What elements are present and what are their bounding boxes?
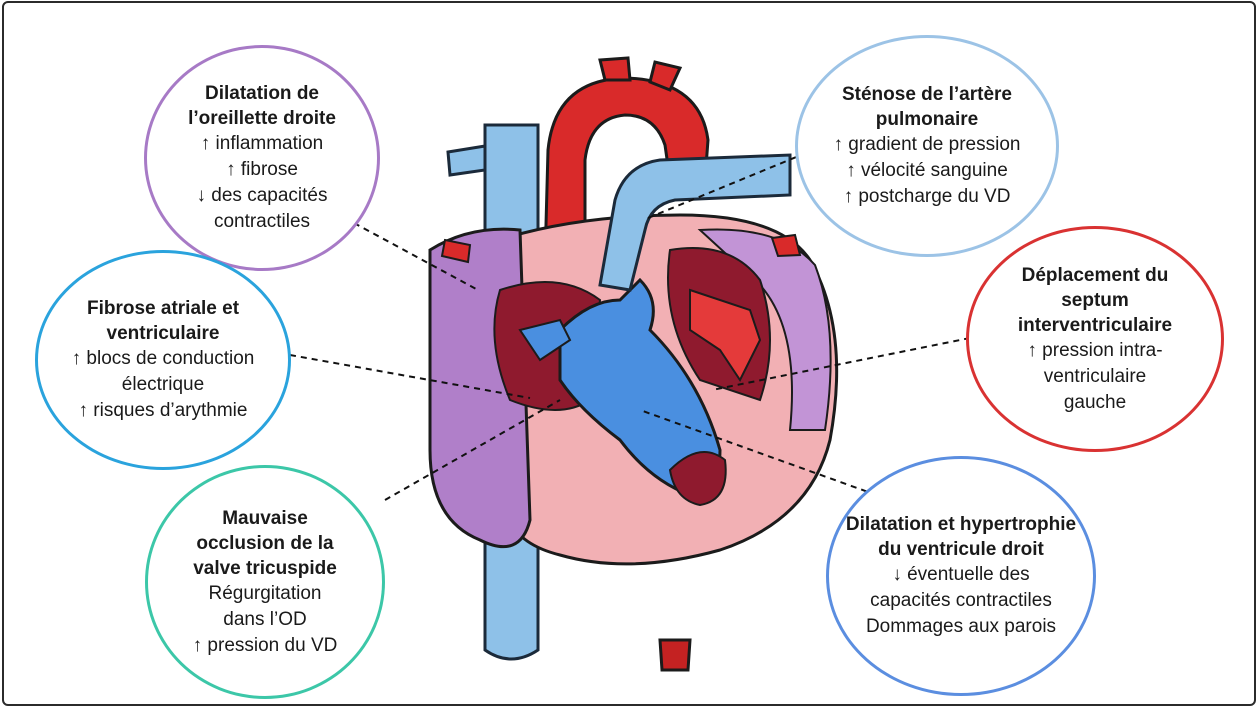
bubble-stenose-pulmonaire: Sténose de l’artère pulmonaire ↑ gradien… bbox=[795, 35, 1059, 257]
bubble-line: ↑ gradient de pression bbox=[834, 132, 1021, 158]
bubble-title: Déplacement du septum interventriculaire bbox=[995, 263, 1195, 338]
bubble-title: Dilatation et hypertrophie du ventricule… bbox=[836, 512, 1086, 562]
bubble-line: Régurgitation dans l’OD bbox=[195, 581, 335, 633]
bubble-line: ↑ risques d’arythmie bbox=[79, 398, 248, 424]
bubble-line: Dommages aux parois bbox=[866, 614, 1056, 640]
bubble-occlusion-tricuspide: Mauvaise occlusion de la valve tricuspid… bbox=[145, 465, 385, 699]
bubble-title: Fibrose atriale et ventriculaire bbox=[73, 296, 253, 346]
bubble-hypertrophie-vd: Dilatation et hypertrophie du ventricule… bbox=[826, 456, 1096, 696]
bubble-line: ↑ blocs de conduction électrique bbox=[58, 346, 268, 398]
bubble-title: Sténose de l’artère pulmonaire bbox=[822, 82, 1032, 132]
bubble-line: ↑ pression intra-ventriculaire gauche bbox=[1020, 338, 1170, 416]
bubble-fibrose: Fibrose atriale et ventriculaire ↑ blocs… bbox=[35, 250, 291, 470]
bubble-line: ↑ fibrose bbox=[226, 157, 298, 183]
bubble-title: Dilatation de l’oreillette droite bbox=[177, 81, 347, 131]
bubble-line: ↑ vélocité sanguine bbox=[846, 158, 1008, 184]
bubble-line: ↑ inflammation bbox=[201, 131, 324, 157]
bubble-line: ↑ pression du VD bbox=[193, 633, 338, 659]
bubble-line: ↑ postcharge du VD bbox=[844, 184, 1011, 210]
bubble-line: ↓ des capacités contractiles bbox=[177, 183, 347, 235]
bubble-line: ↓ éventuelle des capacités contractiles bbox=[856, 562, 1066, 614]
bubble-deplacement-septum: Déplacement du septum interventriculaire… bbox=[966, 226, 1224, 452]
bubble-dilatation-oreillette: Dilatation de l’oreillette droite ↑ infl… bbox=[144, 45, 380, 271]
bubble-title: Mauvaise occlusion de la valve tricuspid… bbox=[185, 506, 345, 581]
